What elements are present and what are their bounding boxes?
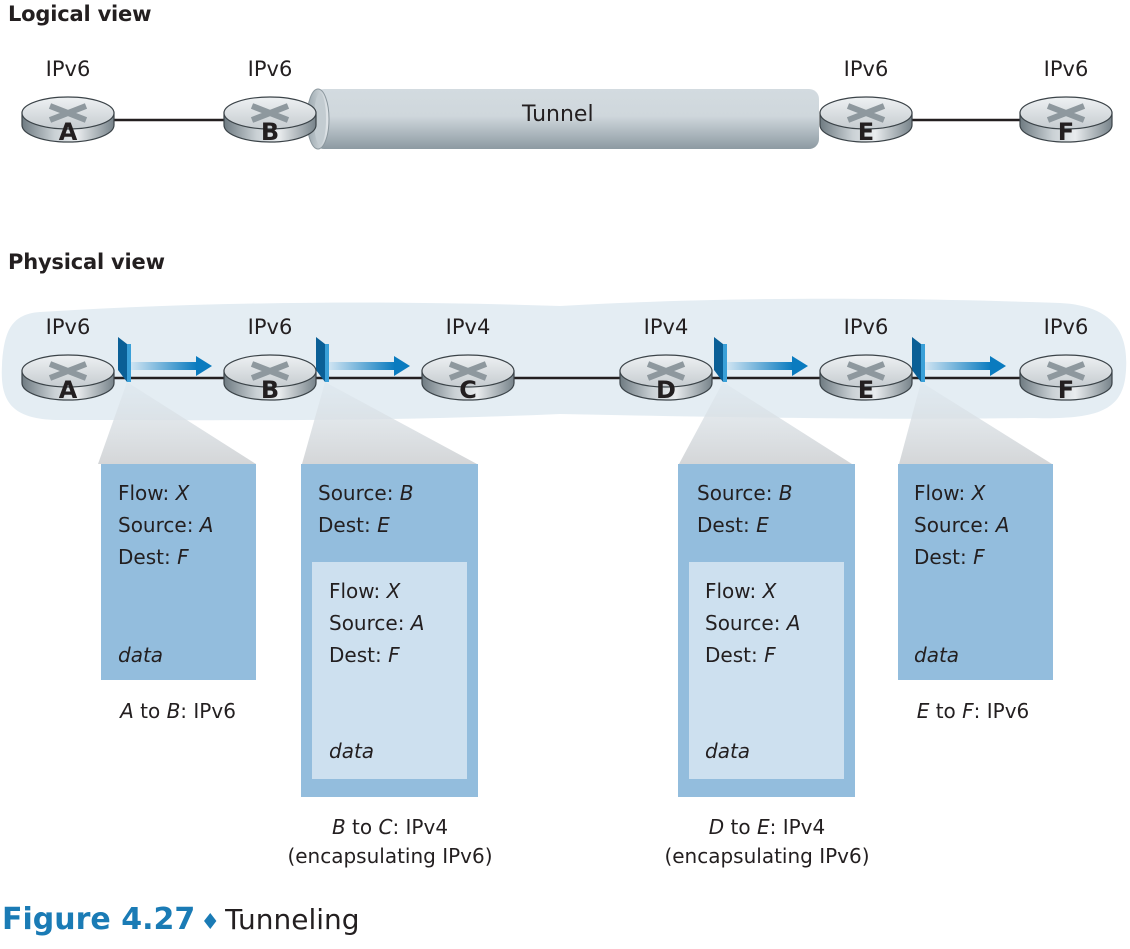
packet-field: Flow: X [118, 481, 190, 505]
packet-field: Source: A [705, 611, 801, 635]
router-d-physical-letter: D [656, 376, 676, 404]
packet-a-b-data: data [118, 643, 164, 667]
logical-router-b-protocol: IPv6 [247, 57, 293, 81]
physical-router-e-protocol: IPv6 [843, 315, 889, 339]
caption-a-b: A to B: IPv6 [120, 699, 236, 723]
router-a-logical-letter: A [59, 118, 78, 146]
router-f-logical-letter: F [1058, 118, 1074, 146]
packet-a-b-headers: Flow: X Source: A Dest: F [118, 477, 213, 573]
packet-field: Flow: X [705, 579, 777, 603]
packet-b-c-data: data [329, 739, 375, 763]
packet-field: Source: A [914, 513, 1010, 537]
packet-field: Source: B [318, 481, 414, 505]
packet-e-f [898, 464, 1053, 680]
router-a-physical-letter: A [59, 376, 78, 404]
packet-field: Dest: F [914, 545, 985, 569]
packet-field: Dest: F [329, 643, 400, 667]
packet-flag-a-b [118, 337, 212, 382]
beam-e-f [899, 382, 1052, 464]
physical-view-title: Physical view [8, 250, 165, 274]
packet-e-f-headers: Flow: X Source: A Dest: F [914, 477, 1009, 573]
physical-router-f-protocol: IPv6 [1043, 315, 1089, 339]
packet-b-c-outer-headers: Source: B Dest: E [318, 477, 414, 541]
packet-field: Dest: E [697, 513, 769, 537]
packet-flag-d-e [714, 337, 808, 382]
caption-b-c: B to C: IPv4 (encapsulating IPv6) [287, 815, 493, 868]
router-f-physical-letter: F [1058, 376, 1074, 404]
tunnel-pipe [306, 88, 819, 150]
router-b-physical-letter: B [261, 376, 279, 404]
packet-a-b [101, 464, 256, 680]
router-e-logical-letter: E [858, 118, 874, 146]
caption-e-f: E to F: IPv6 [916, 699, 1030, 723]
tunnel-label: Tunnel [522, 102, 594, 127]
beam-d-e [679, 382, 852, 464]
packet-field: Dest: F [118, 545, 189, 569]
packet-field: Source: A [329, 611, 425, 635]
packet-d-e-inner-headers: Flow: X Source: A Dest: F [705, 575, 800, 671]
packet-field: Dest: E [318, 513, 390, 537]
packet-b-c-inner [312, 562, 467, 779]
physical-router-c-protocol: IPv4 [445, 315, 491, 339]
packet-flag-e-f [912, 337, 1006, 382]
packet-field: Source: A [118, 513, 214, 537]
packet-field: Source: B [697, 481, 793, 505]
logical-router-e-protocol: IPv6 [843, 57, 889, 81]
packet-field: Flow: X [914, 481, 986, 505]
caption-d-e: D to E: IPv4 (encapsulating IPv6) [664, 815, 870, 868]
diamond-separator-icon: ♦ [200, 910, 221, 935]
packet-flag-b-c [316, 337, 410, 382]
packet-e-f-data: data [914, 643, 960, 667]
figure-title: Tunneling [225, 903, 360, 936]
router-b-logical-letter: B [261, 118, 279, 146]
packet-b-c-inner-headers: Flow: X Source: A Dest: F [329, 575, 424, 671]
packet-d-e-outer-headers: Source: B Dest: E [697, 477, 793, 541]
beam-b-c [302, 382, 477, 464]
router-e-physical-letter: E [858, 376, 874, 404]
logical-router-f-protocol: IPv6 [1043, 57, 1089, 81]
packet-field: Dest: F [705, 643, 776, 667]
figure-caption: Figure 4.27 ♦ Tunneling [2, 902, 360, 937]
logical-view-diagram [22, 88, 1112, 150]
packet-field: Flow: X [329, 579, 401, 603]
router-c-physical-letter: C [459, 376, 477, 404]
figure-number: Figure 4.27 [2, 902, 196, 937]
physical-router-d-protocol: IPv4 [643, 315, 689, 339]
packet-d-e-inner [689, 562, 844, 779]
beam-a-b [98, 382, 256, 464]
physical-router-b-protocol: IPv6 [247, 315, 293, 339]
logical-view-title: Logical view [8, 2, 152, 26]
logical-router-a-protocol: IPv6 [45, 57, 91, 81]
physical-router-a-protocol: IPv6 [45, 315, 91, 339]
packet-d-e-data: data [705, 739, 751, 763]
